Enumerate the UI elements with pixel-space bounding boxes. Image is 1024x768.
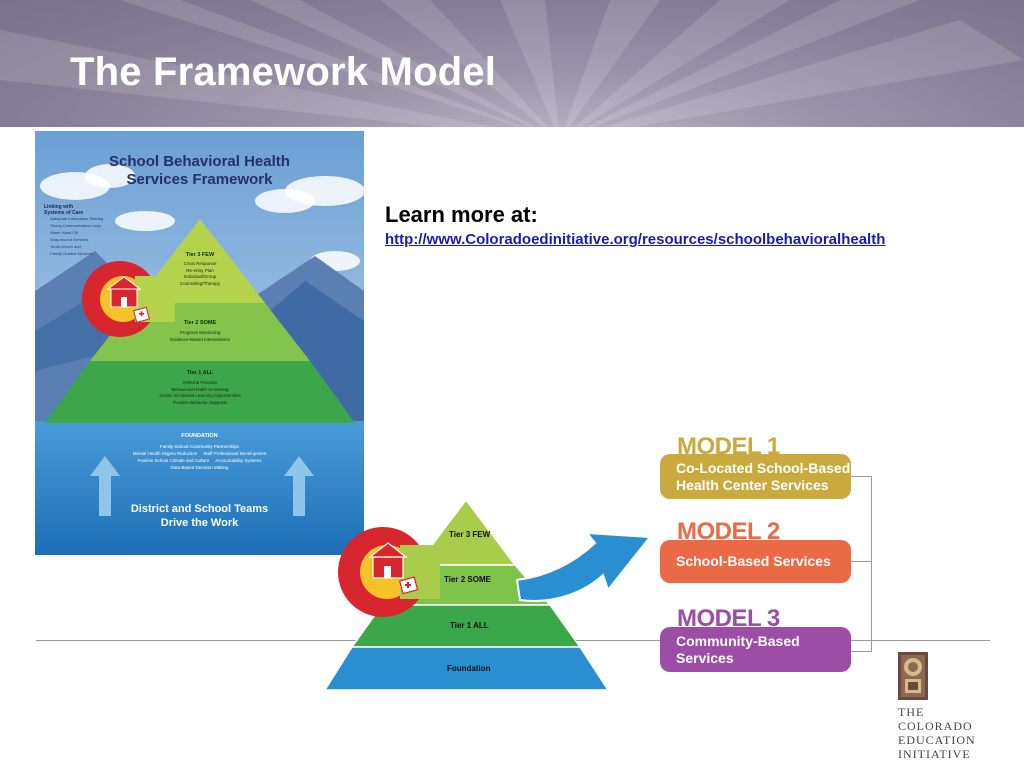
linking-heading-line2: Systems of Care [44,210,84,216]
model2-box: School-Based Services [660,540,851,583]
up-arrow-icon [284,456,314,516]
small-pyramid-foundation [323,646,610,691]
model-bracket [851,476,872,652]
linking-heading: Linking with Systems of Care [44,204,83,216]
poster-footer: District and School Teams Drive the Work [35,502,364,530]
poster-tier1-item: Positive Behavior Supports [172,399,228,405]
poster-tier3: Tier 3 FEW Crisis Response Re-entry Plan… [160,252,240,287]
up-arrow-icon [90,456,120,516]
poster-foundation-label: FOUNDATION [181,433,218,439]
linking-list-item: Family-Guided Services [50,251,93,256]
poster-tier3-item: Individual/Group [183,274,217,279]
poster-tier2-item: Evidence-Based Interventions [170,336,230,342]
small-pyramid: Tier 3 FEW Tier 2 SOME Tier 1 ALL Founda… [323,495,665,695]
poster-title: School Behavioral Health Services Framew… [35,153,364,189]
poster-tier3-item: Crisis Response [183,261,217,266]
small-pyramid-foundation-label: Foundation [447,664,491,673]
arrow-right-icon [515,531,652,602]
poster-title-line2: Services Framework [126,171,273,188]
poster-foundation-line: Family-School-Community Partnerships [159,444,240,449]
cei-logo-text: THE COLORADO EDUCATION INITIATIVE [898,705,976,761]
linking-list-item: Wraparound Services [50,237,89,242]
poster-tier2: Tier 2 SOME Progress Monitoring Evidence… [140,320,260,343]
poster-foundation-items: Family-School-Community Partnerships Men… [95,443,304,471]
logo-line: COLORADO [898,719,973,733]
poster-tier1-item: Behavioral Health Screening [171,386,229,392]
poster-tier2-item: Progress Monitoring [179,330,221,335]
poster-tier1-label: Tier 1 ALL [186,370,214,376]
poster-tier1-item: Referral Process [183,380,217,385]
learn-more-label: Learn more at: [385,202,538,227]
model3-heading: MODEL 3 [677,605,780,632]
poster-foundation-line: Mental Health Stigma Reduction [132,451,198,456]
first-aid-kit-icon [398,576,419,595]
model1-line1: Co-Located School-Based [676,459,851,476]
framework-poster: School Behavioral Health Services Framew… [35,131,364,555]
small-pyramid-tier1-label: Tier 1 ALL [450,621,489,630]
model1-line2: Health Center Services [676,476,829,493]
schoolhouse-icon [106,276,142,308]
linking-list-item: Youth-Driven and [50,244,81,249]
logo-line: INITIATIVE [898,747,971,761]
cei-logo-icon [898,652,928,700]
poster-footer-line1: District and School Teams [130,503,269,515]
header-band: The Framework Model [0,0,1024,127]
poster-title-line1: School Behavioral Health [109,153,290,170]
logo-line: EDUCATION [898,733,976,747]
poster-tier1-item: Social, Emotional Learning Opportunities [159,393,241,398]
poster-foundation-line: Staff Professional Development [203,451,267,456]
poster-tier2-label: Tier 2 SOME [183,320,217,326]
poster-artwork [35,131,364,555]
small-pyramid-tier2-label: Tier 2 SOME [444,575,491,584]
small-pyramid-tier3-label: Tier 3 FEW [449,530,491,539]
logo-line: THE [898,705,925,719]
header-rays-decoration [0,0,1024,127]
model3-box: Community-Based Services [660,627,851,672]
schoolhouse-icon [368,542,408,579]
small-pyramid-graphic [323,498,652,691]
poster-foundation-line: Positive School Climate and Culture [137,458,210,463]
model-bracket-connector [851,561,871,562]
poster-tier3-label: Tier 3 FEW [185,252,215,258]
linking-list-item: Adequate Information Sharing [50,216,104,221]
poster-tier3-item: Counseling/Therapy [179,280,221,286]
linking-list-item: Warm Hand-Off [50,230,78,235]
poster-tier3-item: Re-entry Plan [186,267,214,273]
model3-line2: Services [676,649,734,666]
slide-title: The Framework Model [70,50,497,94]
model2-heading: MODEL 2 [677,518,780,545]
linking-list: Adequate Information Sharing Strong Comm… [50,215,103,257]
first-aid-kit-icon [133,306,150,323]
linking-list-item: Strong Communication Loop [50,223,101,228]
poster-footer-line2: Drive the Work [160,517,239,529]
model2-line1: School-Based Services [676,553,831,569]
model1-box: Co-Located School-Based Health Center Se… [660,454,851,499]
poster-foundation-line: Accountability Systems [215,458,262,463]
linking-heading-line1: Linking with [44,204,74,210]
poster-foundation-line: Data-Based Decision Making [170,465,229,470]
model3-line1: Community-Based [676,632,800,649]
poster-tier1: Tier 1 ALL Referral Process Behavioral H… [110,370,290,406]
resource-link[interactable]: http://www.Coloradoedinitiative.org/reso… [385,231,886,248]
